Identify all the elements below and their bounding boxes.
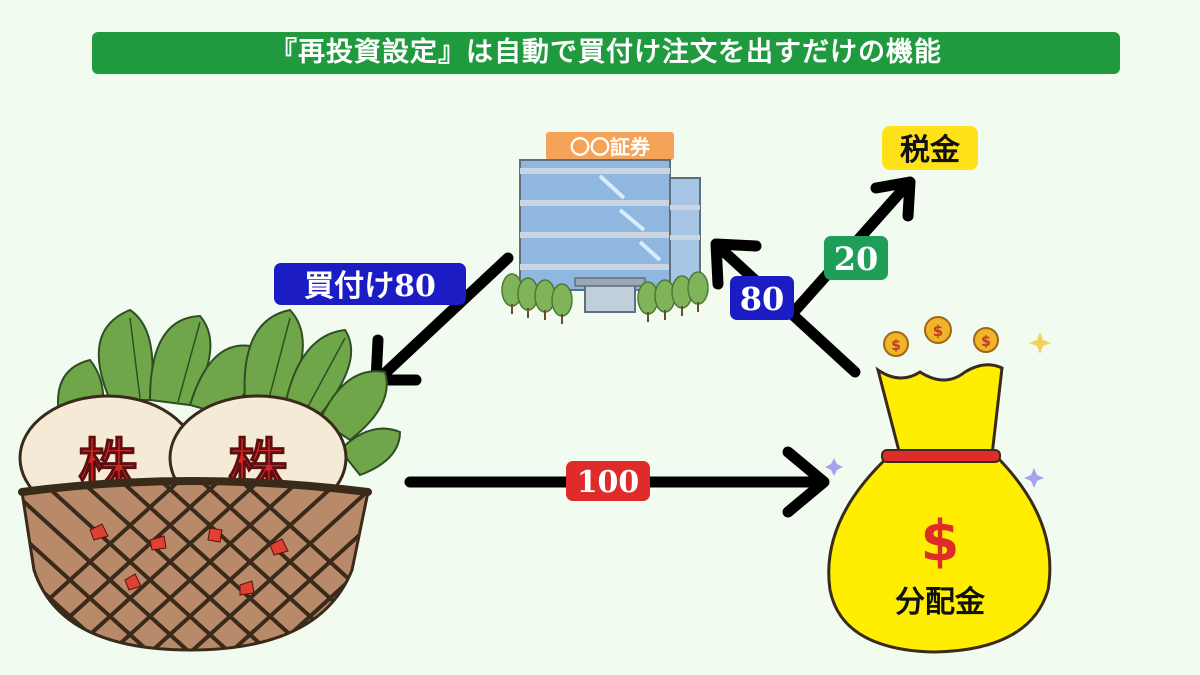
svg-text:$: $ (981, 334, 991, 350)
tax-badge: 20 (824, 236, 888, 280)
turnip-basket-icon: 株 株 (18, 308, 402, 652)
buy-amount: 買付け80 (304, 269, 436, 304)
to-broker-arrowhead (710, 238, 762, 290)
bag-label: 分配金 (895, 585, 986, 620)
svg-text:$: $ (933, 322, 943, 340)
money-bag-icon: $ 分配金 (827, 363, 1052, 654)
broker-amount: 80 (740, 280, 785, 318)
dividend-amount: 100 (577, 465, 640, 500)
bag-symbol: $ (921, 509, 960, 574)
building-icon: 〇〇証券 (501, 132, 709, 324)
title-text: 『再投資設定』は自動で買付け注文を出すだけの機能 (270, 37, 942, 68)
broker-badge: 80 (730, 276, 794, 320)
broker-sign (546, 132, 674, 160)
sparkle-icon (825, 332, 1051, 488)
tax-arrowhead (870, 176, 916, 222)
svg-text:$: $ (891, 338, 901, 354)
dividend-arrowhead (782, 446, 830, 518)
tax-amount: 20 (834, 240, 879, 278)
title-banner: 『再投資設定』は自動で買付け注文を出すだけの機能 (92, 32, 1120, 74)
coin-icon: $ $ $ (883, 316, 999, 357)
tax-label: 税金 (900, 133, 961, 168)
buy-arrow (376, 252, 514, 382)
broker-label: 〇〇証券 (570, 135, 651, 159)
buy-badge: 買付け80 (274, 263, 466, 305)
tax-node: 税金 (882, 126, 978, 170)
dividend-badge: 100 (566, 461, 650, 501)
